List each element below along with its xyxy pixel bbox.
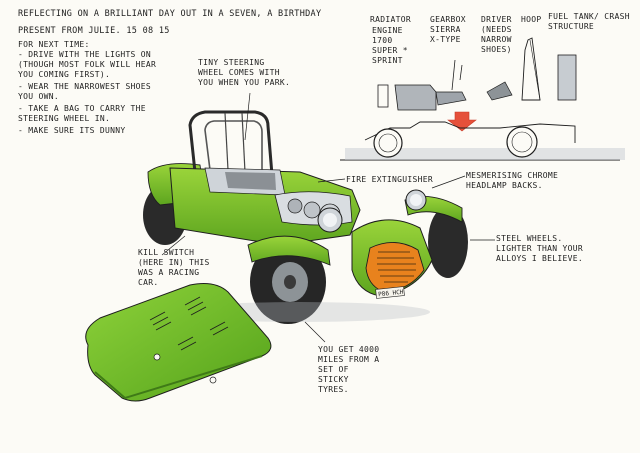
label-radiator: Radiator: [370, 15, 411, 24]
page-subtitle: present from Julie. 15 08 15: [18, 26, 170, 36]
next-time-item: - Make sure its dunny: [18, 126, 126, 135]
next-time-heading: For next time:: [18, 40, 90, 49]
label-engine: Engine 1700 Super * Sprint: [372, 26, 408, 65]
label-gearbox: Gearbox Sierra X-type: [430, 15, 466, 44]
note-tyres: You get 4000 miles from a set of sticky …: [318, 345, 380, 394]
car-main: P86 HCH: [143, 110, 468, 324]
note-steel-wheels: Steel wheels. Lighter than your alloys I…: [496, 234, 583, 263]
note-fire-extinguisher: Fire extinguisher: [346, 175, 433, 184]
note-headlamp: Mesmerising chrome headlamp backs.: [466, 171, 559, 190]
next-time-item: - Drive with the lights on (though most …: [18, 50, 157, 79]
label-hoop: Hoop: [521, 15, 542, 24]
number-plate: P86 HCH: [378, 289, 404, 299]
next-time-notes: For next time: - Drive with the lights o…: [18, 40, 178, 136]
label-driver: Driver (needs narrow shoes): [481, 15, 512, 54]
side-diagram: [340, 37, 625, 161]
leader-lines: [161, 92, 495, 343]
note-steering-wheel: Tiny steering wheel comes with you when …: [198, 58, 291, 87]
bonnet-illustration: [85, 283, 272, 402]
note-kill-switch: Kill switch (here in) this was a racing …: [138, 248, 210, 287]
label-fuel-tank: Fuel tank/ crash structure: [548, 12, 630, 31]
next-time-item: - Wear the narrowest shoes you own.: [18, 82, 152, 101]
page-title: Reflecting on a brilliant day out in a S…: [18, 9, 322, 19]
next-time-item: - Take a bag to carry the steering wheel…: [18, 104, 146, 123]
